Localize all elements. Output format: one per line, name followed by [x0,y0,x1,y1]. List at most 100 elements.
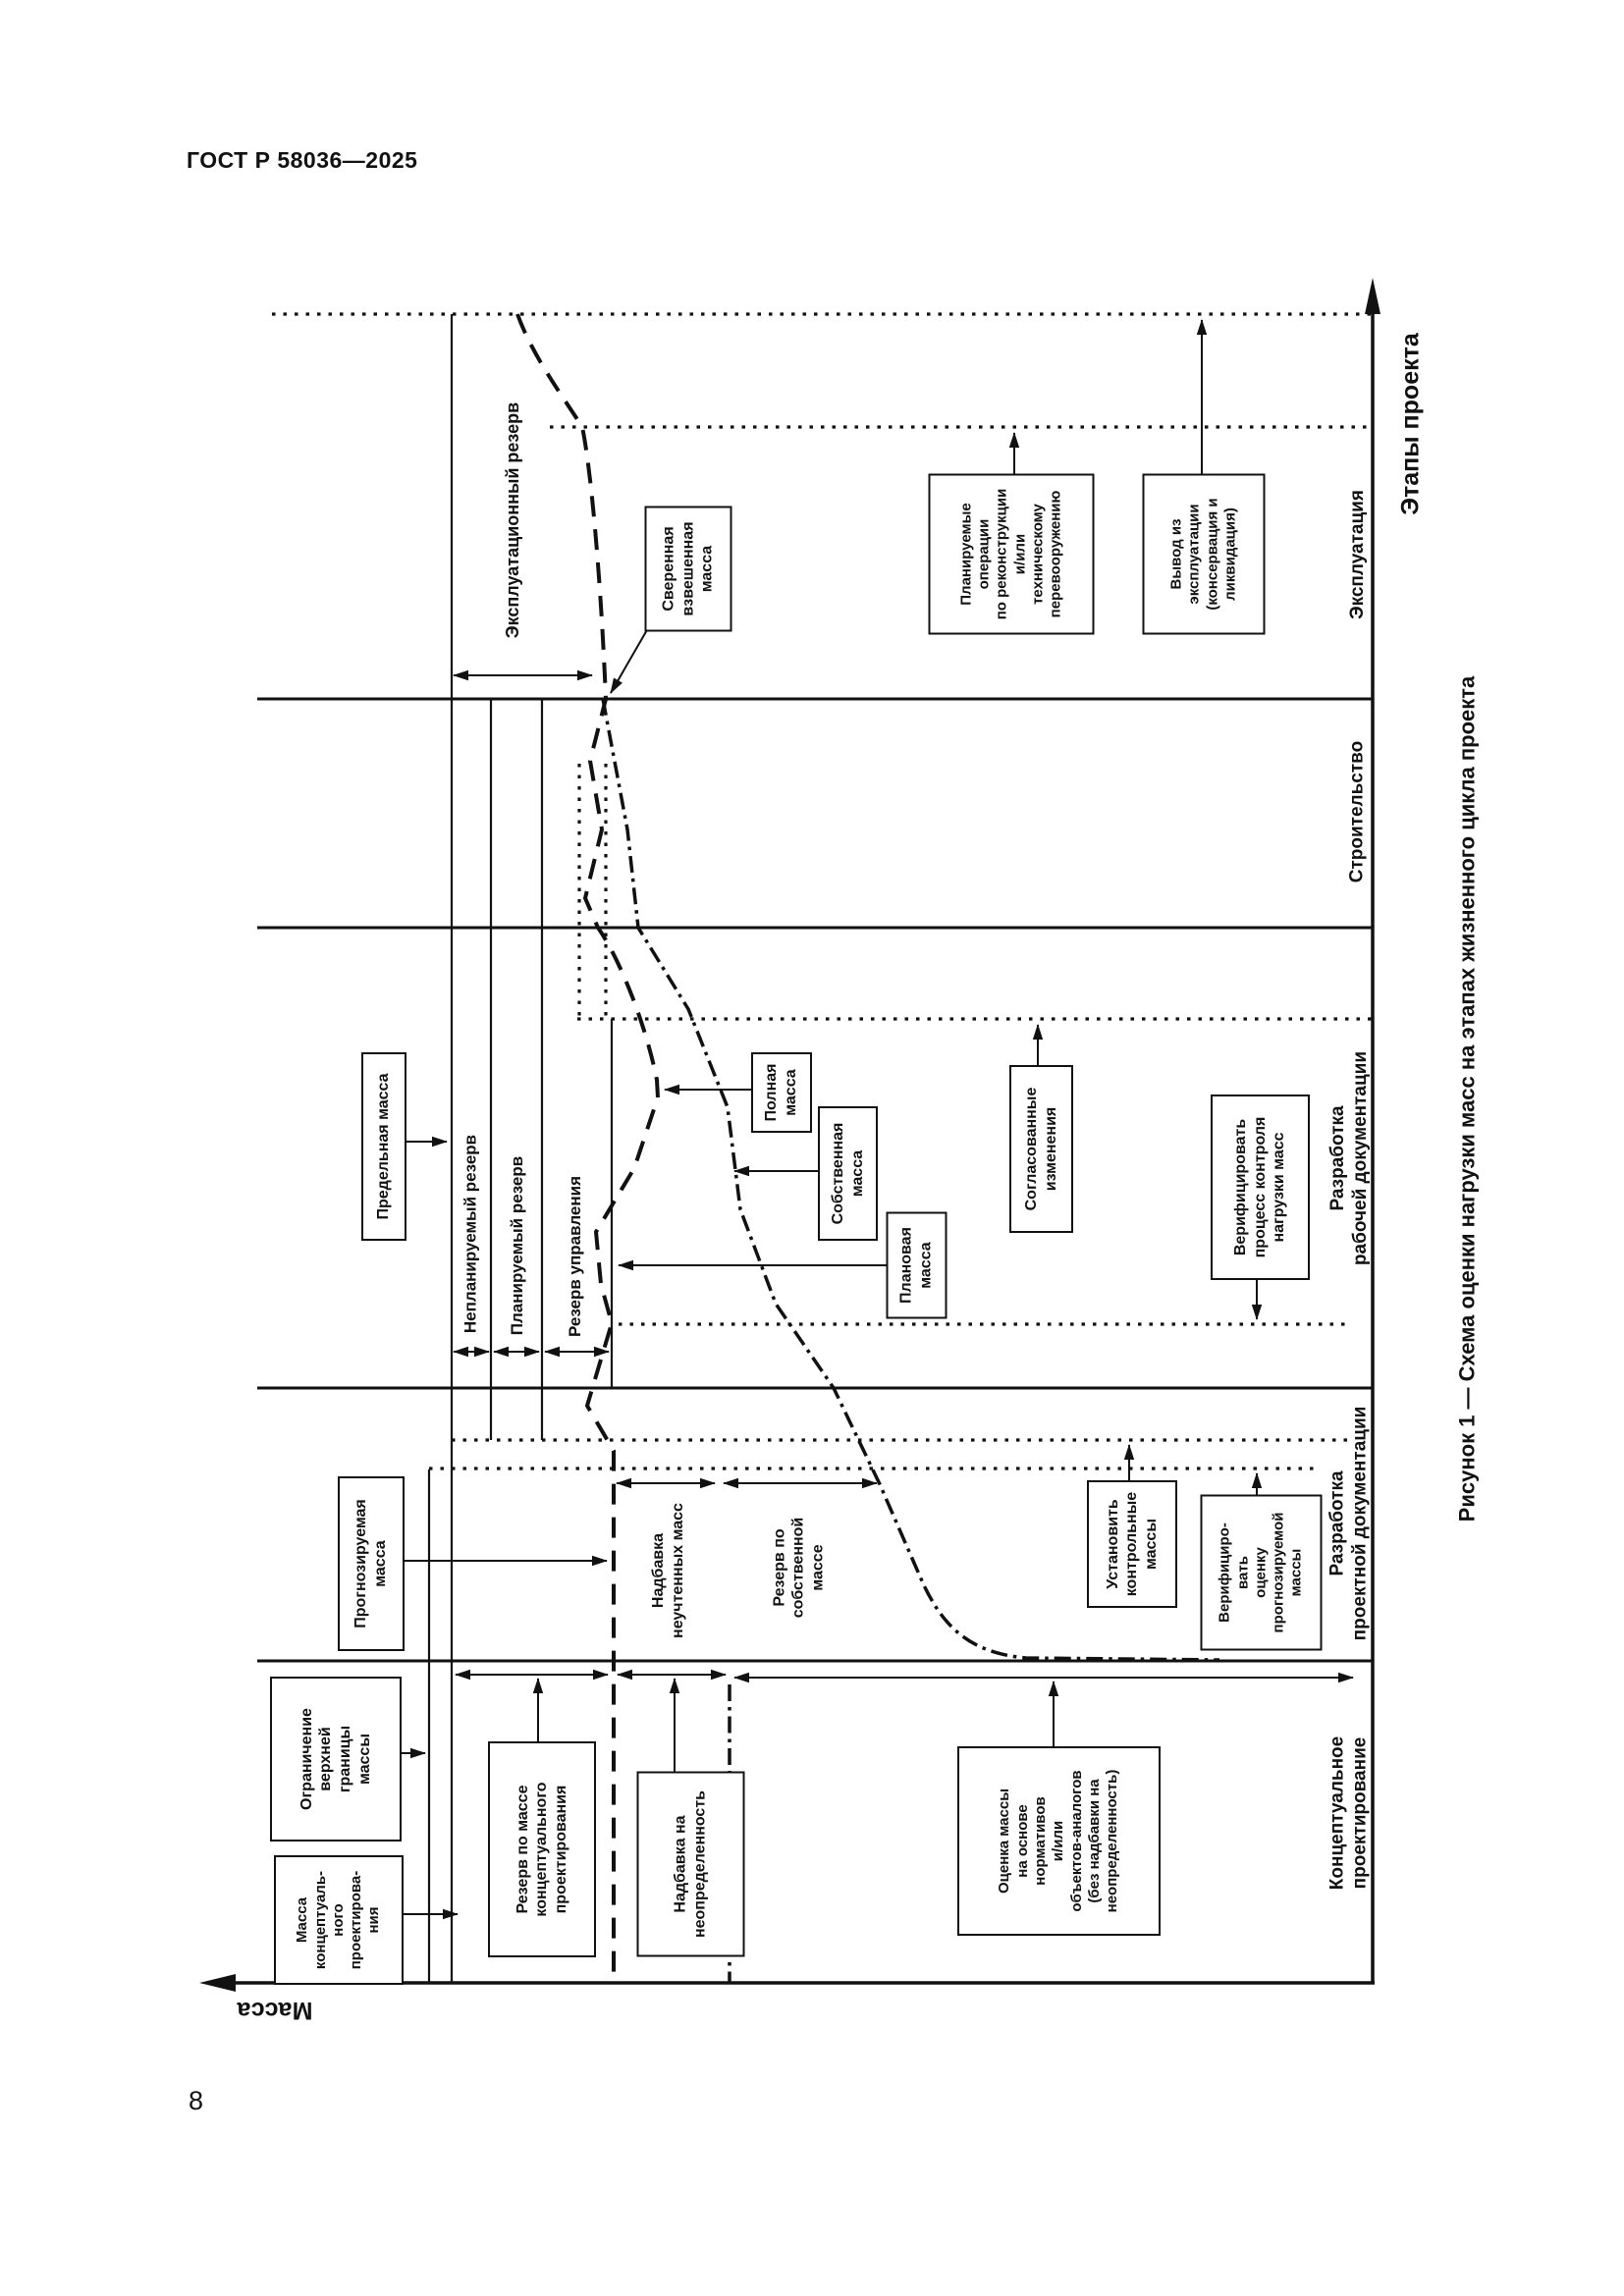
label-line: Верифицировать [1232,1118,1250,1256]
label-line: Ограничение [298,1708,315,1810]
label-line: Установить [1104,1499,1121,1589]
label-line: Разработка [1326,1470,1348,1576]
label-line: и/или [1050,1820,1067,1862]
label-line: Планируемые [957,503,975,606]
label-line: верхней [317,1727,335,1791]
label-line: ния [365,1906,383,1934]
label-line: рабочей документации [1350,1050,1371,1266]
label-line: границы [337,1725,353,1793]
mass-axis-arrowhead [199,1974,236,1992]
label-unplanned-reserve: Непланируемый резерв [450,1119,493,1350]
box-limit-mass: Предельная масса [361,1052,406,1241]
label-planned-reserve: Планируемый резерв [496,1134,539,1358]
label-line: Планируемый резерв [507,1155,526,1336]
label-line: неопределенность) [1104,1769,1121,1913]
label-line: (консервация и [1204,498,1220,611]
label-line: масса [783,1069,799,1116]
label-line: Предельная масса [375,1073,393,1220]
label-operational-reserve: Эксплуатационный резерв [491,398,536,643]
stages-axis-arrowhead [1365,278,1380,314]
label-line: Резерв по массе [514,1785,531,1914]
stage-label-construction: Строительство [1337,731,1379,893]
label-line: проектной документации [1349,1406,1371,1641]
label-line: масса [372,1540,389,1587]
label-line: по реконструкции [993,488,1010,620]
label-line: масса [917,1242,935,1289]
label-line: проектирова- [348,1870,365,1970]
label-line: на основе [1013,1804,1031,1878]
label-line: ного [329,1903,347,1937]
label-line: Собственная [829,1122,846,1225]
stage-label-operation: Эксплуатация [1337,481,1379,628]
mass-axis-title: Масса [237,1997,313,2024]
label-line: перевооружению [1047,490,1064,618]
dotted-markers [272,312,1373,1470]
label-line: Концептуальное [1326,1735,1348,1891]
arrows [398,319,1354,1920]
label-line: проектирование [1349,1736,1371,1890]
label-line: техническому [1029,504,1047,605]
label-line: Вывод из [1167,518,1185,590]
document-header: ГОСТ Р 58036—2025 [187,147,418,173]
label-line: нагрузки масс [1271,1132,1288,1243]
page-number: 8 [189,2086,204,2115]
figure-caption: Рисунок 1 — Схема оценки нагрузки масс н… [1454,675,1480,1522]
label-line: Надбавка на [672,1815,689,1913]
label-line: Надбавка [650,1532,668,1609]
label-line: вать [1234,1556,1252,1589]
label-line: контрольные [1123,1491,1141,1597]
label-line: Верифициро- [1216,1522,1233,1623]
own-mass-curve [601,698,1220,1662]
label-line: Оценка массы [996,1788,1013,1895]
label-line: Плановая [897,1227,915,1304]
label-line: прогнозируемой [1270,1512,1287,1633]
label-line: концептуаль- [311,1870,329,1970]
label-line: массы [1142,1519,1160,1570]
label-line: Строительство [1346,740,1368,883]
label-management-reserve: Резерв управления [552,1163,599,1350]
label-line: Непланируемый резерв [460,1134,480,1334]
mass-level-lines [427,314,614,1983]
label-line: Разработка [1326,1105,1348,1211]
label-line: объектов-аналогов [1067,1770,1085,1912]
label-line: Согласованные [1022,1087,1040,1211]
label-line: и/или [1011,533,1028,575]
label-line: эксплуатации [1185,504,1203,605]
label-line: неопределенность [691,1789,709,1939]
label-line: Эксплуатационный резерв [503,401,523,639]
label-line: Эксплуатация [1347,490,1369,619]
label-line: нормативов [1032,1796,1050,1886]
label-line: Резерв управления [565,1175,584,1338]
label-line: Резерв по [771,1528,788,1607]
label-line: масса [848,1149,866,1198]
stages-axis-title: Этапы проекта [1396,333,1425,515]
label-line: изменения [1042,1106,1059,1192]
label-line: операции [975,518,993,590]
label-line: Прогнозируемая [352,1499,370,1629]
label-line: массе [809,1544,827,1591]
label-line: проектирования [552,1785,569,1914]
label-line: ликвидация) [1221,507,1239,601]
label-line: Полная [763,1063,781,1122]
label-line: неучтенных масс [670,1503,686,1638]
